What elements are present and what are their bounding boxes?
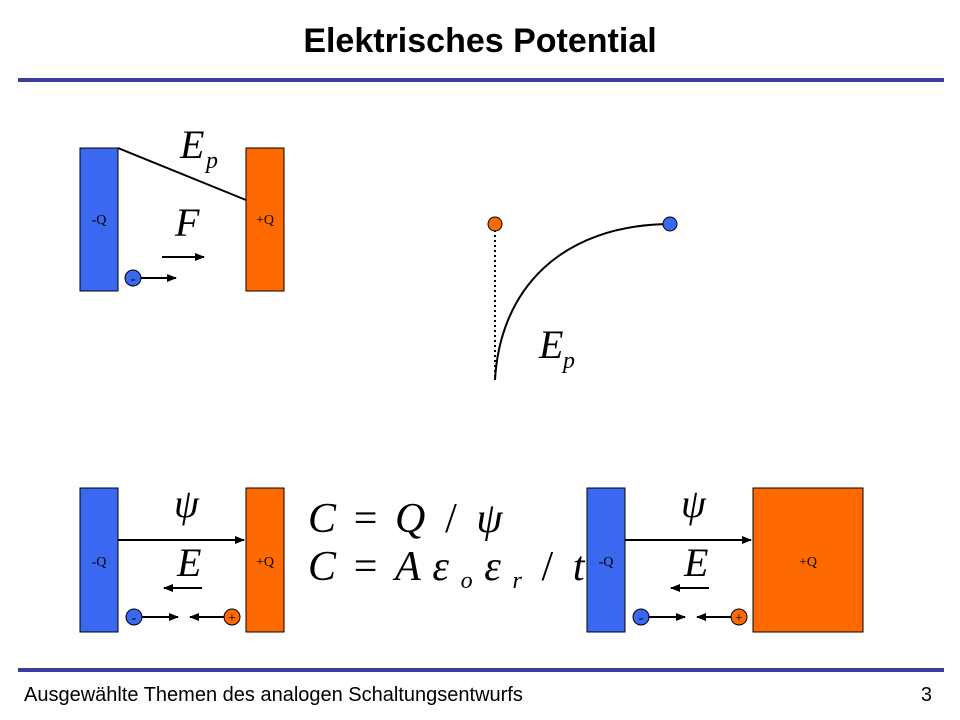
electron-charge [125, 608, 143, 626]
capacitor-bottom-left: -Q +Q ψ E - + [79, 481, 285, 633]
negative-plate [586, 487, 626, 633]
psi-symbol: ψ [174, 481, 200, 526]
positive-charge [730, 608, 748, 626]
ep-subscript: p [204, 148, 218, 174]
positive-plate-label: +Q [799, 555, 817, 570]
eq2-slash: / [542, 544, 554, 590]
positive-charge-dot [487, 216, 503, 232]
eq1-denominator: ψ [476, 496, 503, 542]
electron-charge [632, 608, 650, 626]
capacitor-top-left: -Q +Q E p F - [79, 122, 285, 292]
page-title: Elektrisches Potential [303, 22, 657, 60]
negative-plate [79, 487, 119, 633]
electron-sign: - [131, 272, 136, 287]
ep-symbol: E [179, 122, 204, 167]
positive-plate [752, 487, 864, 633]
force-symbol: F [174, 200, 200, 245]
electron-sign: - [639, 611, 644, 626]
eq2-lhs: C [308, 544, 337, 590]
negative-charge-dot [662, 216, 678, 232]
eq2-area: A [392, 544, 421, 590]
header-divider [18, 78, 944, 82]
negative-plate-label: -Q [92, 555, 107, 570]
positive-sign: + [228, 611, 236, 626]
eq2-epsilon-o: ε [432, 544, 449, 590]
positive-plate [245, 487, 285, 633]
potential-energy-line [117, 147, 247, 201]
negative-plate [79, 147, 119, 292]
curve-ep-symbol: E [538, 322, 563, 367]
eq2-thickness: t [573, 544, 586, 590]
eq2-sub-r: r [513, 568, 523, 594]
electron-sign: - [132, 611, 137, 626]
eq2-sub-o: o [461, 568, 473, 594]
eq2-epsilon-r: ε [484, 544, 501, 590]
capacitance-equations: C = Q / ψ C = A ε o ε r / t [308, 494, 586, 597]
eq1-lhs: C [308, 496, 337, 542]
negative-plate-label: -Q [92, 213, 107, 228]
positive-plate-label: +Q [256, 213, 274, 228]
capacitor-bottom-right: -Q +Q ψ E - + [586, 481, 864, 633]
positive-plate-label: +Q [256, 555, 274, 570]
potential-curve [494, 223, 671, 381]
field-symbol: E [176, 540, 201, 585]
curve-ep-subscript: p [561, 348, 575, 374]
eq2-equals: = [354, 544, 378, 590]
equation-c-q-psi: C = Q / ψ [308, 494, 503, 542]
equation-c-area: C = A ε o ε r / t [308, 542, 586, 597]
positive-charge [223, 608, 241, 626]
eq1-numerator: Q [395, 496, 425, 542]
eq1-equals: = [354, 496, 378, 542]
eq1-slash: / [445, 496, 457, 542]
electron-charge [124, 269, 142, 287]
potential-curve-diagram: E p [487, 216, 678, 381]
negative-plate-label: -Q [599, 555, 614, 570]
positive-plate [245, 147, 285, 292]
psi-symbol: ψ [681, 481, 707, 526]
positive-sign: + [735, 611, 743, 626]
footer-course-title: Ausgewählte Themen des analogen Schaltun… [24, 684, 523, 706]
page-number: 3 [920, 684, 932, 706]
footer-divider [18, 668, 944, 672]
field-symbol: E [683, 540, 708, 585]
